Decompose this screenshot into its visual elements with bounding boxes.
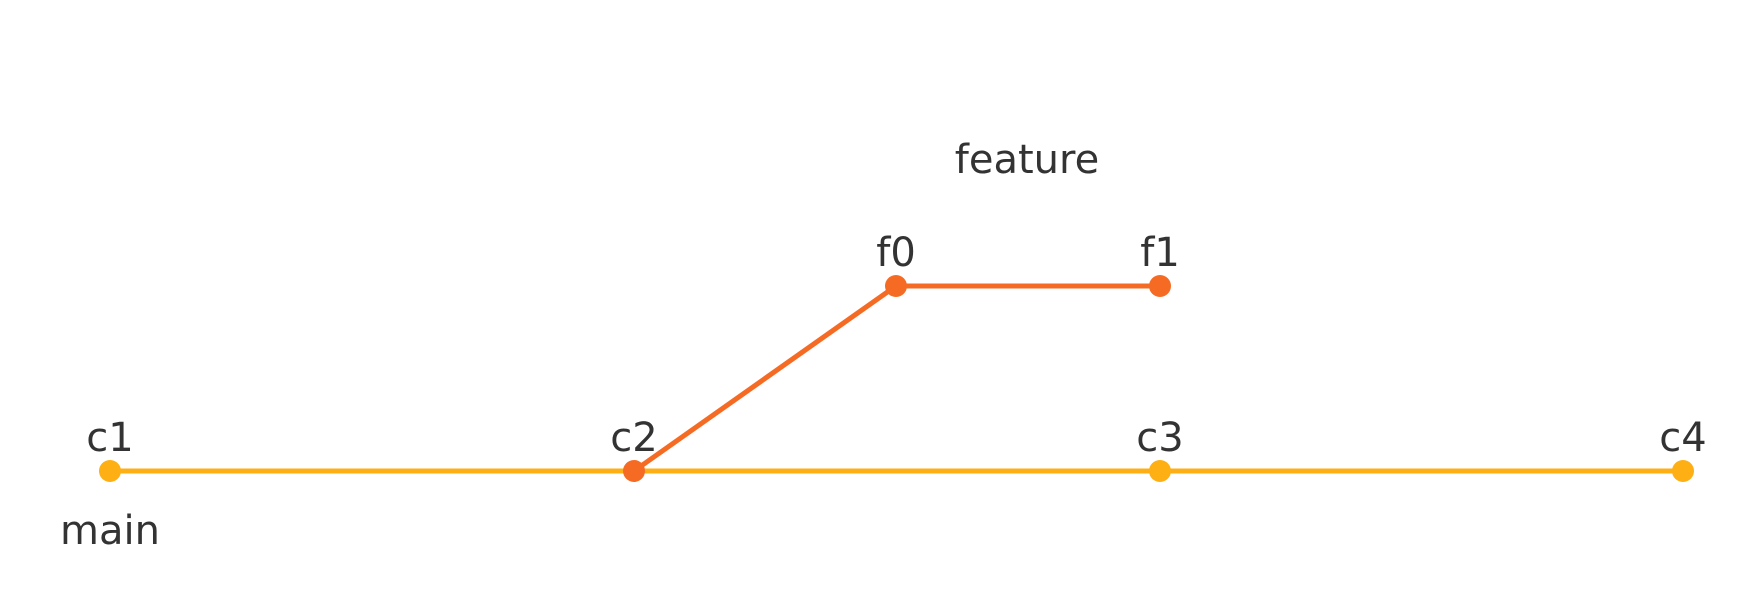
commit-label-c4: c4 [1659,415,1706,461]
branch-label-feature: feature [955,137,1099,183]
commit-label-f1: f1 [1140,230,1180,276]
commit-label-c1: c1 [86,415,133,461]
branch-label-main: main [60,508,160,554]
commit-node-c3[interactable] [1149,460,1171,482]
commit-label-f0: f0 [876,230,916,276]
commit-node-f0[interactable] [885,275,907,297]
commit-node-f1[interactable] [1149,275,1171,297]
commit-node-c2[interactable] [623,460,645,482]
commit-label-c3: c3 [1136,415,1183,461]
commit-node-c1[interactable] [99,460,121,482]
commit-node-c4[interactable] [1672,460,1694,482]
commit-label-c2: c2 [610,415,657,461]
feature-branch-line [631,283,1163,474]
